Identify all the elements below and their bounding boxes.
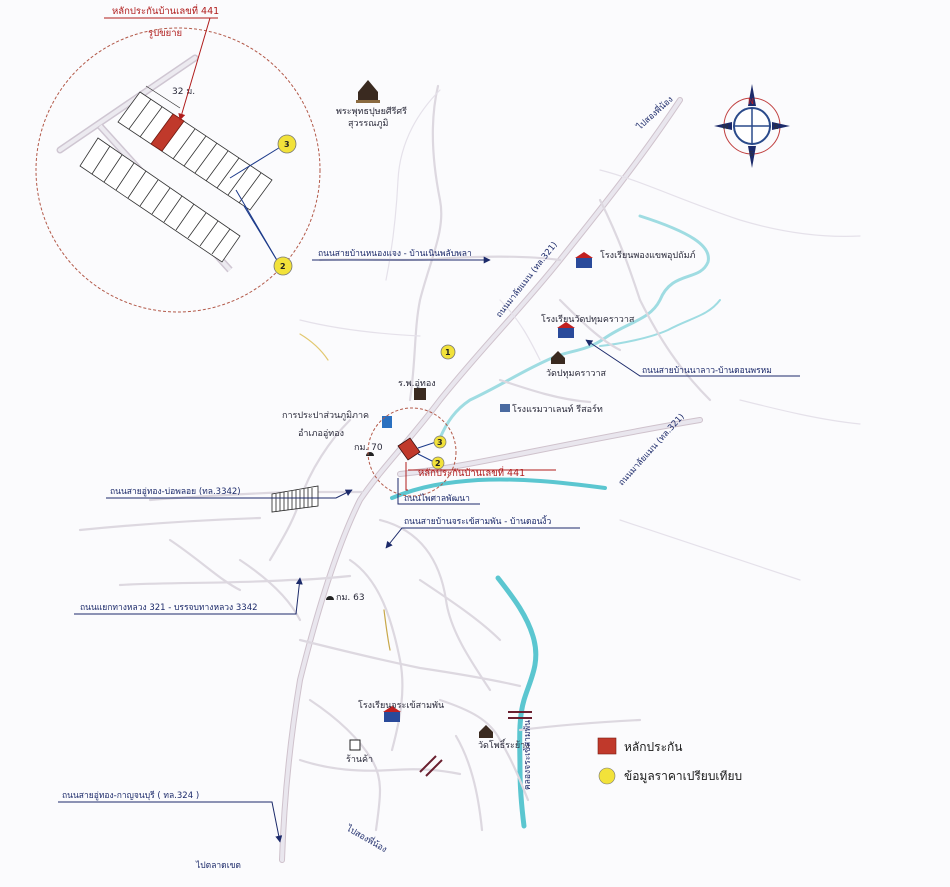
- main-marker-3-label: 3: [437, 438, 443, 447]
- label-resort: โรงแรมวาเลนท์ รีสอร์ท: [512, 403, 603, 415]
- label-km63: กม. 63: [336, 593, 365, 603]
- inset-dimension: 32 ม.: [172, 87, 195, 97]
- stream-upper: [438, 214, 710, 440]
- marker-1: [440, 344, 456, 360]
- label-school-1: โรงเรียนพองแขพอุปถัมภ์: [600, 249, 696, 261]
- main-marker-2-label: 2: [435, 459, 441, 468]
- stream-upper-2: [599, 299, 721, 347]
- hospital-icon: [414, 388, 426, 400]
- label-canal: คลองจระเข้สามพัน: [522, 720, 533, 790]
- inset-enlarged-view: 32 ม. 3 2: [35, 27, 321, 313]
- label-to-bottom: ไปสองพี่น้อง: [344, 822, 390, 855]
- label-road-1: ถนนสายบ้านหนองแจง - บ้านเนินพลับพลา: [318, 248, 472, 259]
- temple-pathum-icon: [551, 351, 565, 364]
- compass-e: E: [774, 123, 778, 131]
- legend-collateral-label: หลักประกัน: [624, 740, 683, 754]
- label-temple-top: พระพุทธปุษยศีรีศรี: [336, 106, 407, 117]
- legend-collateral-swatch: [597, 737, 617, 755]
- label-road-2: ถนนมาลัยแมน (ทล.321): [494, 240, 559, 320]
- label-road-phaisan: ถนนไพศาลพัฒนา: [404, 493, 470, 504]
- label-temple-top-2: สุวรรณภูมิ: [348, 118, 388, 129]
- inset-plots-upper: [117, 91, 273, 211]
- road-network: [78, 84, 861, 863]
- legend: หลักประกัน ข้อมูลราคาเปรียบเทียบ: [597, 737, 742, 785]
- label-temple-bottom: วัดโพธิ์ระย้าง: [478, 738, 530, 751]
- inset-marker-2-label: 2: [280, 262, 286, 271]
- legend-comparables-label: ข้อมูลราคาเปรียบเทียบ: [624, 769, 742, 784]
- main-marker-3: [433, 435, 447, 449]
- waterworks-icon: [382, 416, 392, 428]
- compass-rose: N E S W: [714, 84, 790, 168]
- canal-mid: [390, 477, 607, 500]
- school-3-icon: [383, 706, 401, 722]
- label-road-4: ถนนมาลัยแมน (ทล.321): [617, 412, 687, 488]
- label-collateral-main: หลักประกันบ้านเลขที่ 441: [418, 466, 525, 479]
- inset-title: หลักประกันบ้านเลขที่ 441: [112, 4, 219, 17]
- label-waterworks-1: การประปาส่วนภูมิภาค: [282, 410, 369, 421]
- school-1-icon: [575, 252, 593, 268]
- temple-bottom-icon: [479, 725, 493, 738]
- label-road-8: ถนนสายอู่ทอง-กาญจนบุรี ( ทล.324 ): [62, 790, 199, 801]
- temple-top-icon: [356, 80, 380, 103]
- resort-icon: [500, 404, 510, 412]
- label-to-bottom-left: ไปตลาดเขต: [195, 860, 241, 871]
- hatched-plot: [271, 485, 319, 513]
- label-waterworks-2: อำเภออู่ทอง: [298, 428, 344, 439]
- compass-w: W: [722, 123, 729, 131]
- shop-icon: [349, 739, 361, 751]
- compass-s: S: [749, 150, 754, 158]
- main-marker-2: [431, 456, 445, 470]
- label-school-3: โรงเรียนจระเข้สามพัน: [358, 700, 444, 711]
- inset-marker-2: [273, 256, 293, 276]
- inset-plots-lower: [79, 137, 241, 263]
- bridges: [419, 711, 532, 777]
- main-collateral-area: 3 2 หลักประกันบ้านเลขที่ 441: [367, 407, 556, 497]
- label-temple-pathum: วัดปทุมคราวาส: [546, 369, 606, 379]
- landmarks: พระพุทธปุษยศีรีศรี สุวรรณภูมิ โรงเรียนพอ…: [271, 80, 696, 765]
- inset-dimension-line: [145, 85, 181, 109]
- label-road-5: ถนนสายอู่ทอง-บ่อพลอย (ทล.3342): [110, 487, 241, 497]
- km63-icon: [326, 596, 334, 600]
- marker-1-label: 1: [445, 348, 451, 357]
- legend-comparables-swatch: [598, 767, 616, 785]
- label-road-7: ถนนแยกทางหลวง 321 - บรรจบทางหลวง 3342: [80, 603, 258, 613]
- label-road-6: ถนนสายบ้านจระเข้สามพัน - บ้านดอนงิ้ว: [404, 515, 552, 527]
- label-road-3: ถนนสายบ้านนาลาว-บ้านดอนพรหม: [642, 365, 772, 376]
- compass-n: N: [748, 97, 754, 106]
- school-2-icon: [557, 322, 575, 338]
- label-school-2: โรงเรียนวัดปทุมคราวาส: [541, 314, 635, 325]
- label-shop: ร้านค้า: [346, 754, 373, 765]
- label-hospital: ร.พ.อู่ทอง: [398, 379, 436, 389]
- inset-caption: รูปขยาย: [148, 28, 182, 39]
- inset-marker-3-label: 3: [284, 140, 290, 149]
- main-collateral-plot: [397, 437, 421, 461]
- inset-marker-3: [277, 134, 297, 154]
